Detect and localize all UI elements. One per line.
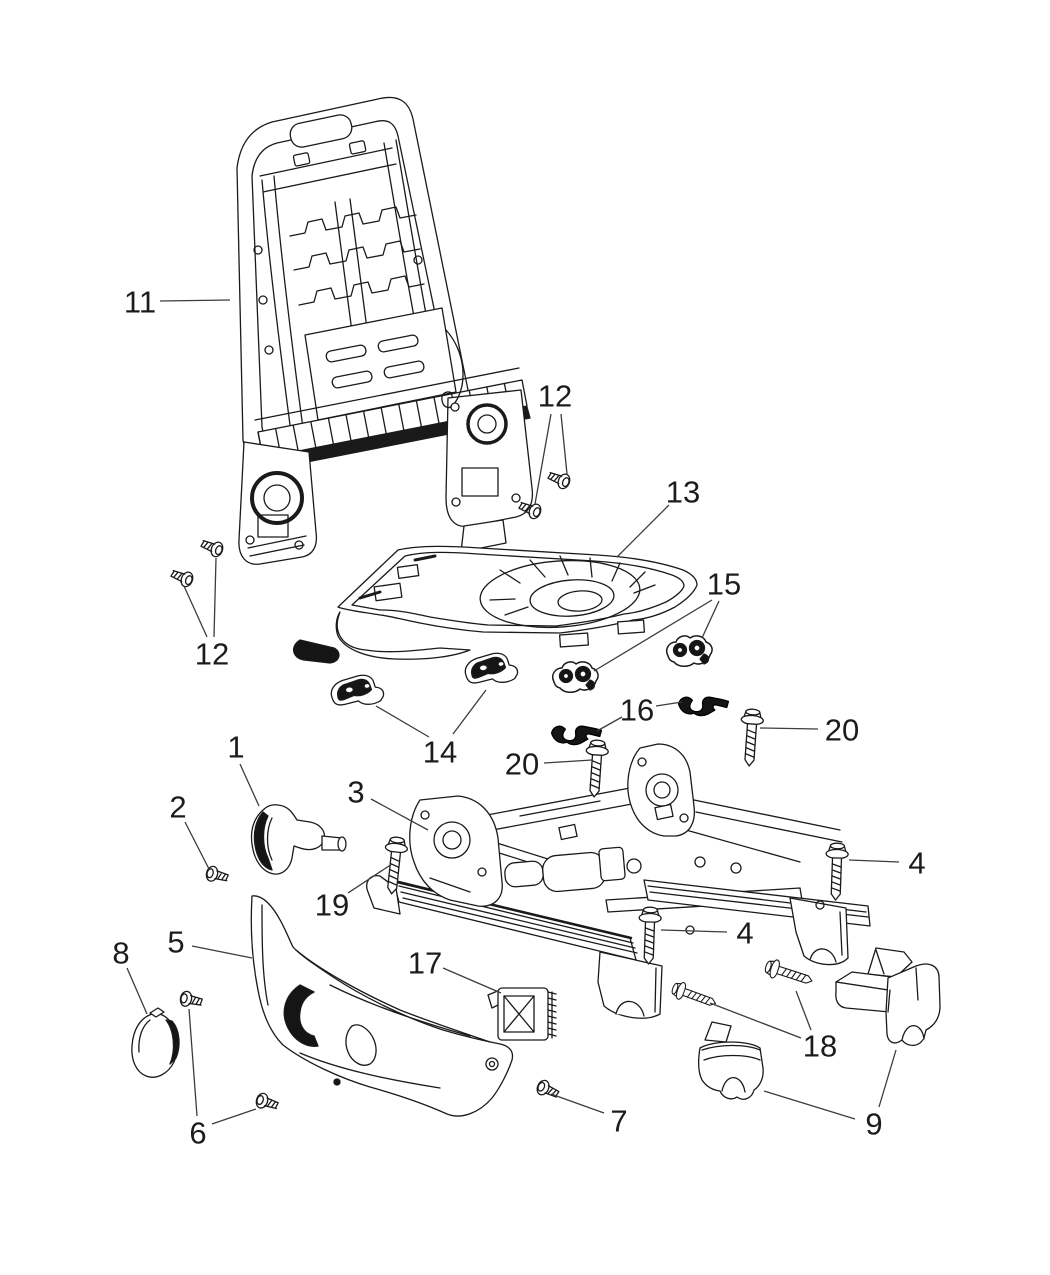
callout-label-2: 2 — [169, 790, 186, 825]
callout-leader-9 — [763, 1090, 856, 1120]
callout-leader-13 — [616, 504, 670, 558]
seat-back-frame — [236, 96, 534, 565]
callout-leader-8 — [126, 967, 148, 1015]
callout-leader-7 — [550, 1093, 605, 1114]
track-cover-rear — [835, 947, 941, 1047]
callout-leader-12 — [183, 585, 208, 638]
back-suspension-panel — [304, 307, 457, 421]
callout-leader-20 — [543, 759, 593, 764]
callout-label-12: 12 — [195, 637, 229, 672]
callout-label-14: 14 — [423, 735, 457, 770]
callout-label-6: 6 — [189, 1116, 206, 1151]
bolt-4 — [823, 842, 850, 902]
callout-leader-19 — [347, 863, 393, 894]
callout-label-5: 5 — [167, 925, 184, 960]
cross-tube — [481, 787, 633, 833]
screw-7 — [534, 1077, 562, 1102]
frame-top-crossbar — [259, 147, 397, 193]
track-cover-front — [698, 1021, 764, 1100]
seat-module — [487, 987, 557, 1041]
callout-label-1: 1 — [227, 730, 244, 765]
riser-foot-rear-right — [789, 897, 849, 966]
callout-leader-14 — [452, 689, 487, 735]
callout-leader-6 — [188, 1008, 198, 1117]
callout-leader-3 — [370, 798, 429, 831]
recliner-tower-left — [409, 795, 503, 907]
callout-label-12: 12 — [538, 379, 572, 414]
seat-cushion-pan — [293, 545, 698, 664]
track-motor — [504, 846, 642, 893]
screw-6 — [253, 1091, 281, 1114]
bolt-20 — [582, 738, 610, 799]
callout-leader-16 — [655, 701, 683, 707]
callout-leader-11 — [159, 299, 231, 302]
wire-clamp-15 — [665, 635, 713, 668]
callout-label-20: 20 — [505, 747, 539, 782]
callout-leader-17 — [442, 967, 502, 994]
seat-side-shield — [250, 895, 514, 1117]
callout-leader-5 — [191, 945, 253, 959]
callout-label-16: 16 — [620, 693, 654, 728]
riser-foot-front — [597, 951, 663, 1019]
callout-leader-2 — [184, 821, 210, 870]
callout-label-8: 8 — [112, 936, 129, 971]
riser-bracket-14 — [329, 672, 386, 709]
screw-6 — [178, 989, 204, 1011]
seat-adjuster-assembly — [366, 743, 871, 1019]
callout-label-13: 13 — [666, 475, 700, 510]
screw-12 — [198, 535, 226, 560]
callout-label-18: 18 — [803, 1029, 837, 1064]
riser-bracket-14 — [463, 650, 520, 687]
bolt-4 — [636, 906, 663, 966]
corner-cover — [131, 1007, 180, 1078]
bolt-20 — [737, 707, 765, 768]
recliner-tower-right — [627, 743, 696, 837]
bolt-18 — [762, 956, 816, 991]
callout-label-19: 19 — [315, 888, 349, 923]
recliner-plate-left — [238, 441, 318, 565]
callout-label-15: 15 — [707, 567, 741, 602]
callout-leader-12 — [560, 413, 568, 475]
callout-label-17: 17 — [408, 946, 442, 981]
lumbar-wire-grid — [289, 198, 425, 333]
callout-leader-4 — [848, 859, 900, 863]
bolt-18 — [669, 979, 720, 1013]
wire-clamp-15 — [551, 661, 599, 694]
callout-leader-12 — [534, 413, 552, 505]
callout-leader-12 — [213, 557, 217, 638]
callout-label-9: 9 — [865, 1107, 882, 1142]
screw-12 — [168, 565, 196, 590]
callout-leader-9 — [878, 1049, 897, 1108]
callout-leader-18 — [795, 990, 812, 1031]
callout-label-7: 7 — [610, 1104, 627, 1139]
callout-leader-6 — [211, 1108, 257, 1125]
callout-leader-15 — [593, 599, 713, 672]
recliner-handle — [250, 804, 347, 875]
frame-left-rail — [261, 175, 305, 441]
callout-label-4: 4 — [908, 846, 925, 881]
harness-wire — [441, 329, 464, 409]
callout-label-20: 20 — [825, 713, 859, 748]
callout-leader-14 — [375, 705, 430, 738]
retainer-clip-16 — [677, 694, 730, 718]
callout-leader-4 — [660, 929, 728, 933]
callout-leader-20 — [759, 727, 819, 730]
screw-12 — [545, 467, 573, 492]
callout-leader-1 — [239, 763, 260, 807]
callout-label-4: 4 — [736, 916, 753, 951]
callout-leader-15 — [701, 600, 720, 639]
callout-leader-18 — [709, 1002, 802, 1039]
callout-leader-16 — [596, 716, 623, 732]
recliner-plate-right — [445, 389, 534, 553]
callout-label-3: 3 — [347, 775, 364, 810]
callout-label-11: 11 — [124, 285, 156, 320]
